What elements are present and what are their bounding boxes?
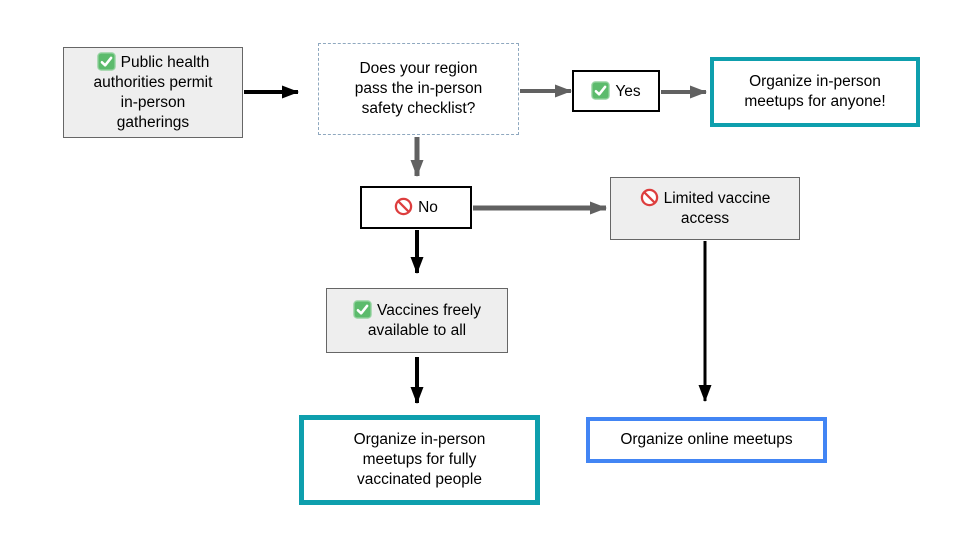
check-icon <box>591 80 611 100</box>
node-text: available to all <box>367 322 467 339</box>
node-text: No <box>418 199 438 217</box>
check-icon <box>353 300 372 319</box>
node-text: meetups for fully <box>362 451 477 469</box>
node-text: Limited vaccine <box>663 190 771 208</box>
node-limited-vaccine: Limited vaccine access <box>610 177 800 240</box>
node-organize-anyone: Organize in-person meetups for anyone! <box>710 57 920 127</box>
node-public-health: Public health authorities permit in-pers… <box>63 47 243 138</box>
node-label: Organize online meetups <box>620 430 792 450</box>
node-label: Public health authorities permit in-pers… <box>93 52 213 132</box>
node-text: Organize online meetups <box>620 431 793 449</box>
node-text: access <box>680 210 730 227</box>
node-text: pass the in-person <box>354 80 483 98</box>
node-label: Limited vaccine access <box>640 188 771 229</box>
node-text: Vaccines freely <box>377 302 481 320</box>
node-label: Organize in-person meetups for anyone! <box>744 72 885 112</box>
node-label: Does your region pass the in-person safe… <box>355 59 483 118</box>
node-label: No <box>394 197 438 218</box>
node-text: Organize in-person <box>749 73 881 91</box>
node-text: Does your region <box>359 60 478 78</box>
node-checklist-question: Does your region pass the in-person safe… <box>318 43 519 135</box>
node-no: No <box>360 186 472 229</box>
node-vaccines-free: Vaccines freely available to all <box>326 288 508 353</box>
node-text: Public health <box>120 54 210 72</box>
node-text: safety checklist? <box>361 99 476 117</box>
prohibition-icon <box>640 188 659 207</box>
node-text: Organize in-person <box>353 431 486 449</box>
node-organize-online: Organize online meetups <box>586 417 827 463</box>
node-text: vaccinated people <box>357 470 482 488</box>
prohibition-icon <box>394 197 413 216</box>
node-label: Organize in-person meetups for fully vac… <box>354 430 486 489</box>
node-text: authorities permit <box>93 74 213 92</box>
check-icon <box>96 52 116 72</box>
node-organize-vaccinated: Organize in-person meetups for fully vac… <box>299 415 540 505</box>
node-text: in-person <box>120 94 186 111</box>
node-label: Vaccines freely available to all <box>353 300 481 341</box>
node-text: Yes <box>615 82 641 100</box>
node-text: meetups for anyone! <box>744 93 886 110</box>
node-text: gatherings <box>116 113 190 131</box>
node-yes: Yes <box>572 70 660 112</box>
node-label: Yes <box>591 80 641 102</box>
